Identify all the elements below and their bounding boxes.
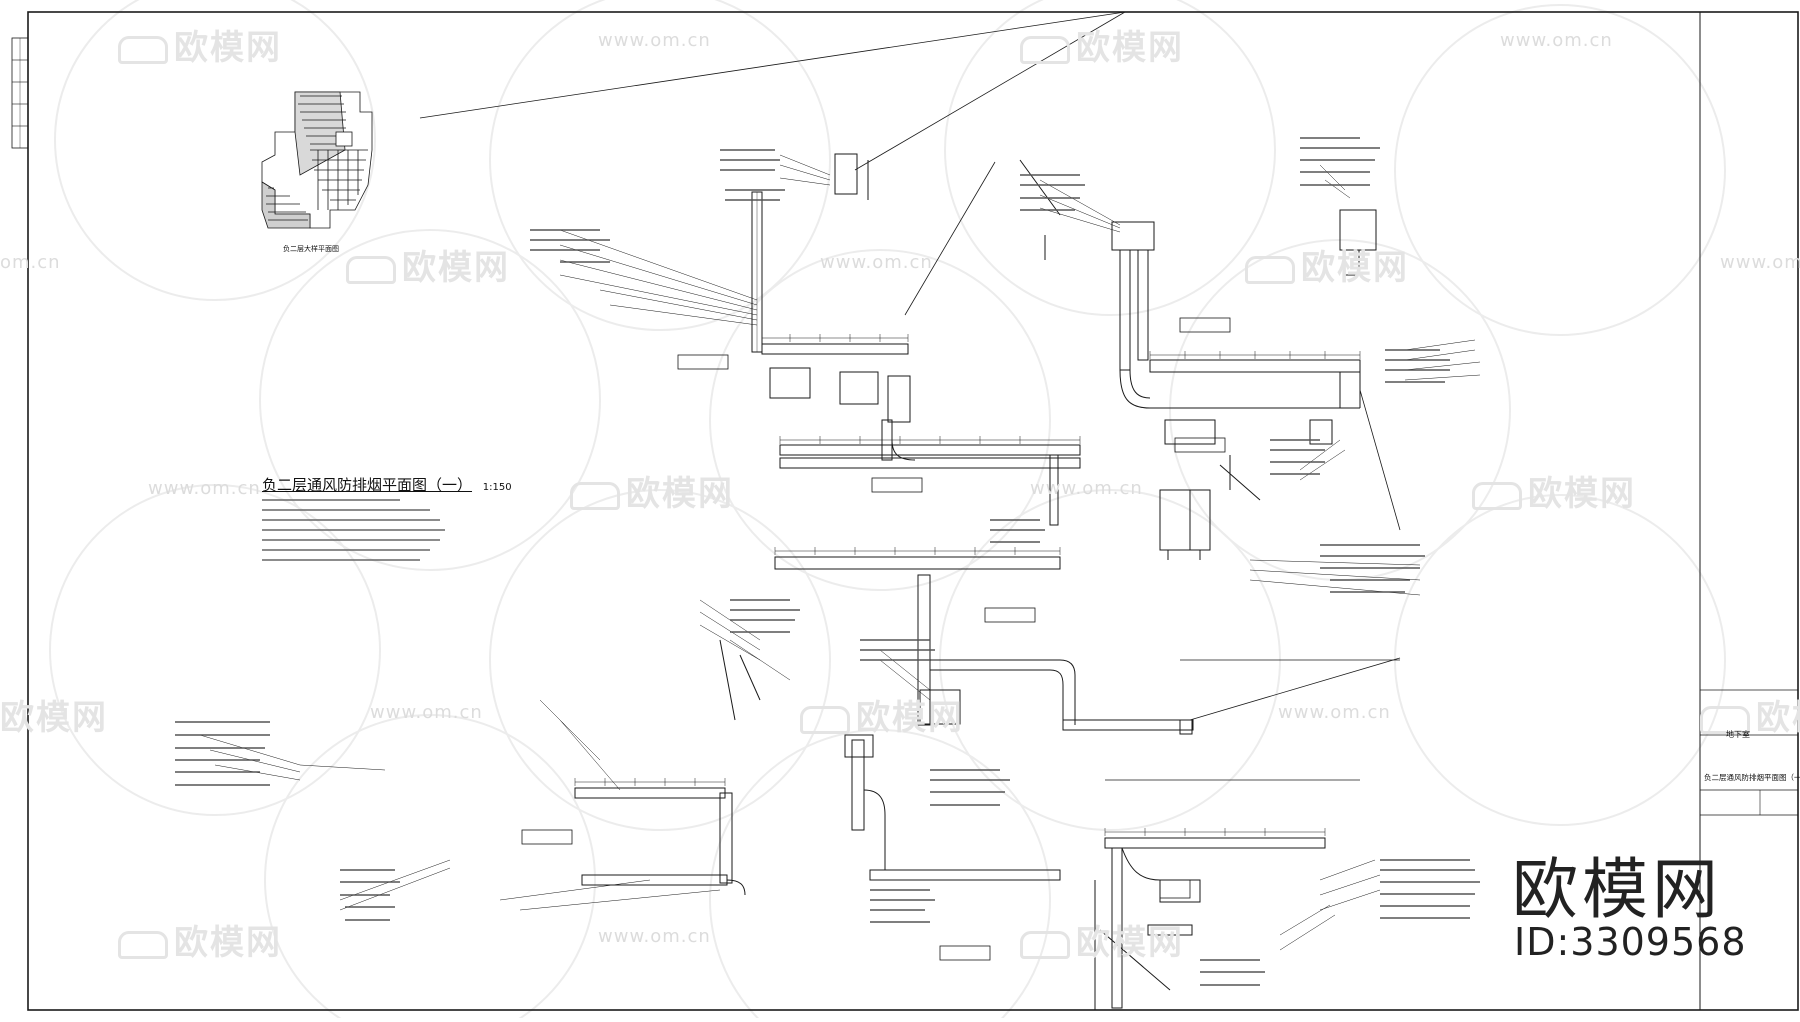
key-plan-caption: 负二层大样平面图 [283, 245, 339, 253]
watermark-url: om.cn [0, 252, 61, 273]
plan-title-text: 负二层通风防排烟平面图（一） [262, 476, 473, 494]
general-notes [262, 499, 445, 561]
note-blocks [175, 137, 1480, 986]
long-leader-lines [419, 11, 1401, 781]
watermark-url: www.om.cn [370, 702, 483, 723]
watermark-url: www.om.cn [1720, 252, 1800, 273]
key-plan [261, 91, 373, 229]
watermark-logo: 欧模网 [0, 698, 108, 738]
titleblock-project: 地下室 [1726, 730, 1750, 739]
watermark-logo: 欧模网 [1472, 466, 1636, 515]
duct-system-upper-center [751, 153, 1081, 526]
brand-logo-text: 欧模网 [1512, 851, 1722, 928]
duct-system-lower-left [574, 639, 1061, 896]
watermark-logo: 欧模网 [800, 690, 964, 739]
plan-scale: 1:150 [482, 482, 512, 493]
watermark-url: www.om.cn [1500, 30, 1613, 51]
sheet-border [11, 11, 1799, 1011]
watermark-logo: 欧模网 [1700, 690, 1800, 739]
watermark-logo: 欧模网 [1245, 240, 1409, 289]
dimension-strings [574, 334, 1361, 836]
watermark-logo: 欧模网 [118, 20, 282, 69]
watermark-logo: 欧模网 [118, 915, 282, 964]
annotation-leaders [199, 154, 1481, 951]
watermark-logo: 欧模网 [1020, 915, 1184, 964]
titleblock-sheet-title: 负二层通风防排烟平面图（一） [1704, 773, 1800, 782]
watermark-logo: 欧模网 [570, 466, 734, 515]
duct-system-middle [774, 556, 1194, 735]
watermark-url: www.om.cn [148, 478, 261, 499]
watermark-url: www.om.cn [598, 30, 711, 51]
watermark-logo: 欧模网 [346, 240, 510, 289]
plan-title: 负二层通风防排烟平面图（一） 1:150 [262, 474, 512, 495]
watermark-url: www.om.cn [1030, 478, 1143, 499]
section-label-boxes [521, 317, 1231, 961]
watermark-url: www.om.cn [598, 926, 711, 947]
duct-system-upper-right [1111, 209, 1377, 560]
brand-id-text: ID:3309568 [1514, 920, 1747, 964]
duct-system-lower-right [1094, 837, 1326, 1010]
watermark-logo: 欧模网 [1020, 20, 1184, 69]
watermark-url: www.om.cn [1278, 702, 1391, 723]
watermark-url: www.om.cn [820, 252, 933, 273]
